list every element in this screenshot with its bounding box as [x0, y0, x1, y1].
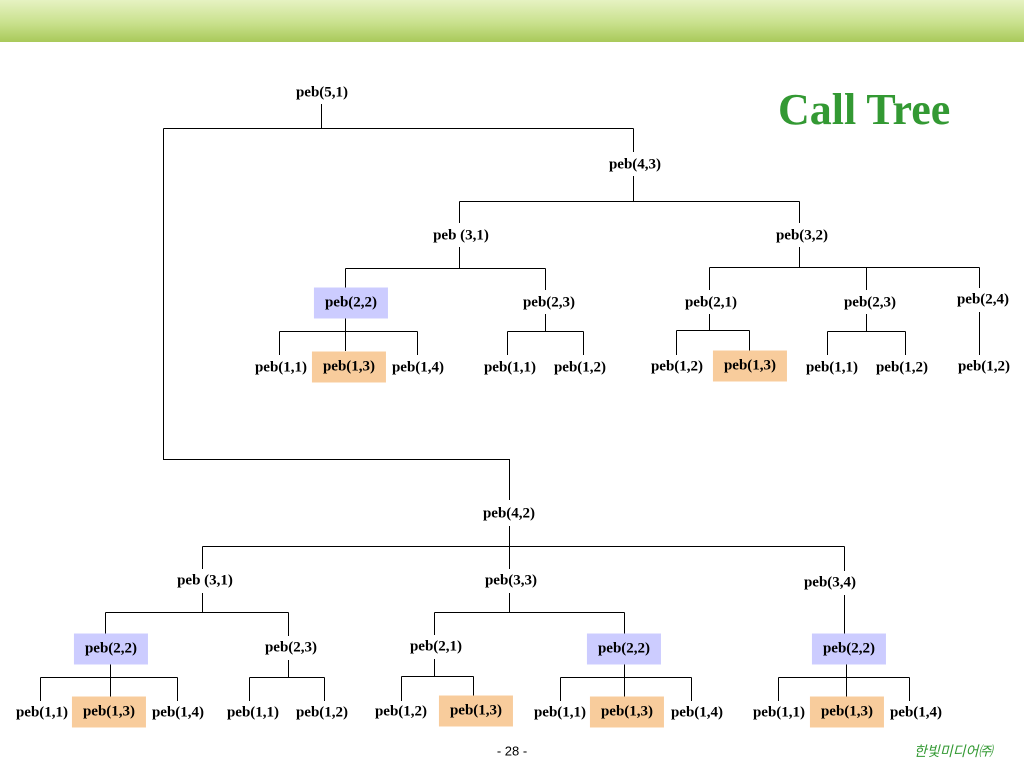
- node-peb-2-2-bottom-left: peb(2,2): [73, 633, 149, 665]
- node-peb-2-2-bottom-right: peb(2,2): [811, 633, 887, 665]
- leaf-peb-1-3-highlight: peb(1,3): [589, 696, 665, 728]
- node-peb-2-2-top: peb(2,2): [313, 287, 389, 319]
- leaf-peb-1-2: peb(1,2): [553, 359, 607, 376]
- node-peb-2-1-top: peb(2,1): [684, 294, 738, 311]
- node-peb-2-1-bottom: peb(2,1): [409, 638, 463, 655]
- node-peb-2-3-top-a: peb(2,3): [522, 294, 576, 311]
- leaf-peb-1-4: peb(1,4): [670, 704, 724, 721]
- edge-2-3-top-a: [507, 314, 584, 355]
- leaf-peb-1-2: peb(1,2): [295, 704, 349, 721]
- edge-4-2: [202, 526, 845, 571]
- edge-2-1-bottom: [401, 659, 474, 701]
- node-peb-2-2-bottom-mid: peb(2,2): [586, 633, 662, 665]
- node-peb-3-2: peb(3,2): [775, 227, 829, 244]
- leaf-peb-1-3-highlight: peb(1,3): [809, 696, 885, 728]
- leaf-peb-1-4: peb(1,4): [391, 359, 445, 376]
- leaf-peb-1-4: peb(1,4): [889, 704, 943, 721]
- edge-4-3: [459, 176, 800, 223]
- slide-title: Call Tree: [778, 85, 951, 134]
- edge-2-2-b1: [40, 664, 178, 701]
- node-peb-2-4: peb(2,4): [956, 291, 1010, 308]
- node-peb-3-3: peb(3,3): [484, 572, 538, 589]
- node-peb-4-2: peb(4,2): [482, 505, 536, 522]
- edge-2-3-top-b: [827, 314, 906, 355]
- leaf-peb-1-2: peb(1,2): [650, 358, 704, 375]
- edge-2-2-b2: [560, 664, 692, 701]
- publisher-logo-text: 한빛미디어㈜: [914, 744, 993, 760]
- leaf-peb-1-1: peb(1,1): [226, 704, 280, 721]
- leaf-peb-1-3-highlight: peb(1,3): [438, 695, 514, 727]
- edge-root: [163, 104, 634, 500]
- edge-3-1-top: [345, 247, 546, 290]
- node-peb-5-1: peb(5,1): [295, 84, 349, 101]
- leaf-peb-1-3-highlight: peb(1,3): [311, 351, 387, 383]
- leaf-peb-1-1: peb(1,1): [254, 359, 308, 376]
- edge-2-3-bottom: [249, 660, 325, 701]
- leaf-peb-1-2: peb(1,2): [875, 359, 929, 376]
- node-peb-3-1-top: peb (3,1): [433, 227, 489, 244]
- edge-2-2-top: [279, 318, 418, 355]
- edge-3-1-bottom: [105, 593, 289, 636]
- edge-3-2: [709, 247, 980, 290]
- node-peb-3-4: peb(3,4): [803, 574, 857, 591]
- node-peb-2-3-bottom: peb(2,3): [264, 639, 318, 656]
- leaf-peb-1-1: peb(1,1): [752, 704, 806, 721]
- leaf-peb-1-1: peb(1,1): [533, 704, 587, 721]
- node-peb-2-3-top-b: peb(2,3): [843, 294, 897, 311]
- leaf-peb-1-1: peb(1,1): [805, 359, 859, 376]
- node-peb-4-3: peb(4,3): [608, 156, 662, 173]
- node-peb-3-1-bottom: peb (3,1): [177, 572, 233, 589]
- edge-2-1-top: [676, 314, 750, 355]
- leaf-peb-1-3-highlight: peb(1,3): [712, 350, 788, 382]
- leaf-peb-1-1: peb(1,1): [483, 359, 537, 376]
- leaf-peb-1-2: peb(1,2): [957, 358, 1011, 375]
- edge-2-2-b3: [778, 664, 910, 701]
- page-number: - 28 -: [496, 743, 528, 759]
- leaf-peb-1-1: peb(1,1): [15, 704, 69, 721]
- leaf-peb-1-2: peb(1,2): [374, 703, 428, 720]
- leaf-peb-1-4: peb(1,4): [151, 704, 205, 721]
- edge-3-3: [434, 593, 625, 635]
- top-banner: [0, 0, 1024, 42]
- leaf-peb-1-3-highlight: peb(1,3): [71, 696, 147, 728]
